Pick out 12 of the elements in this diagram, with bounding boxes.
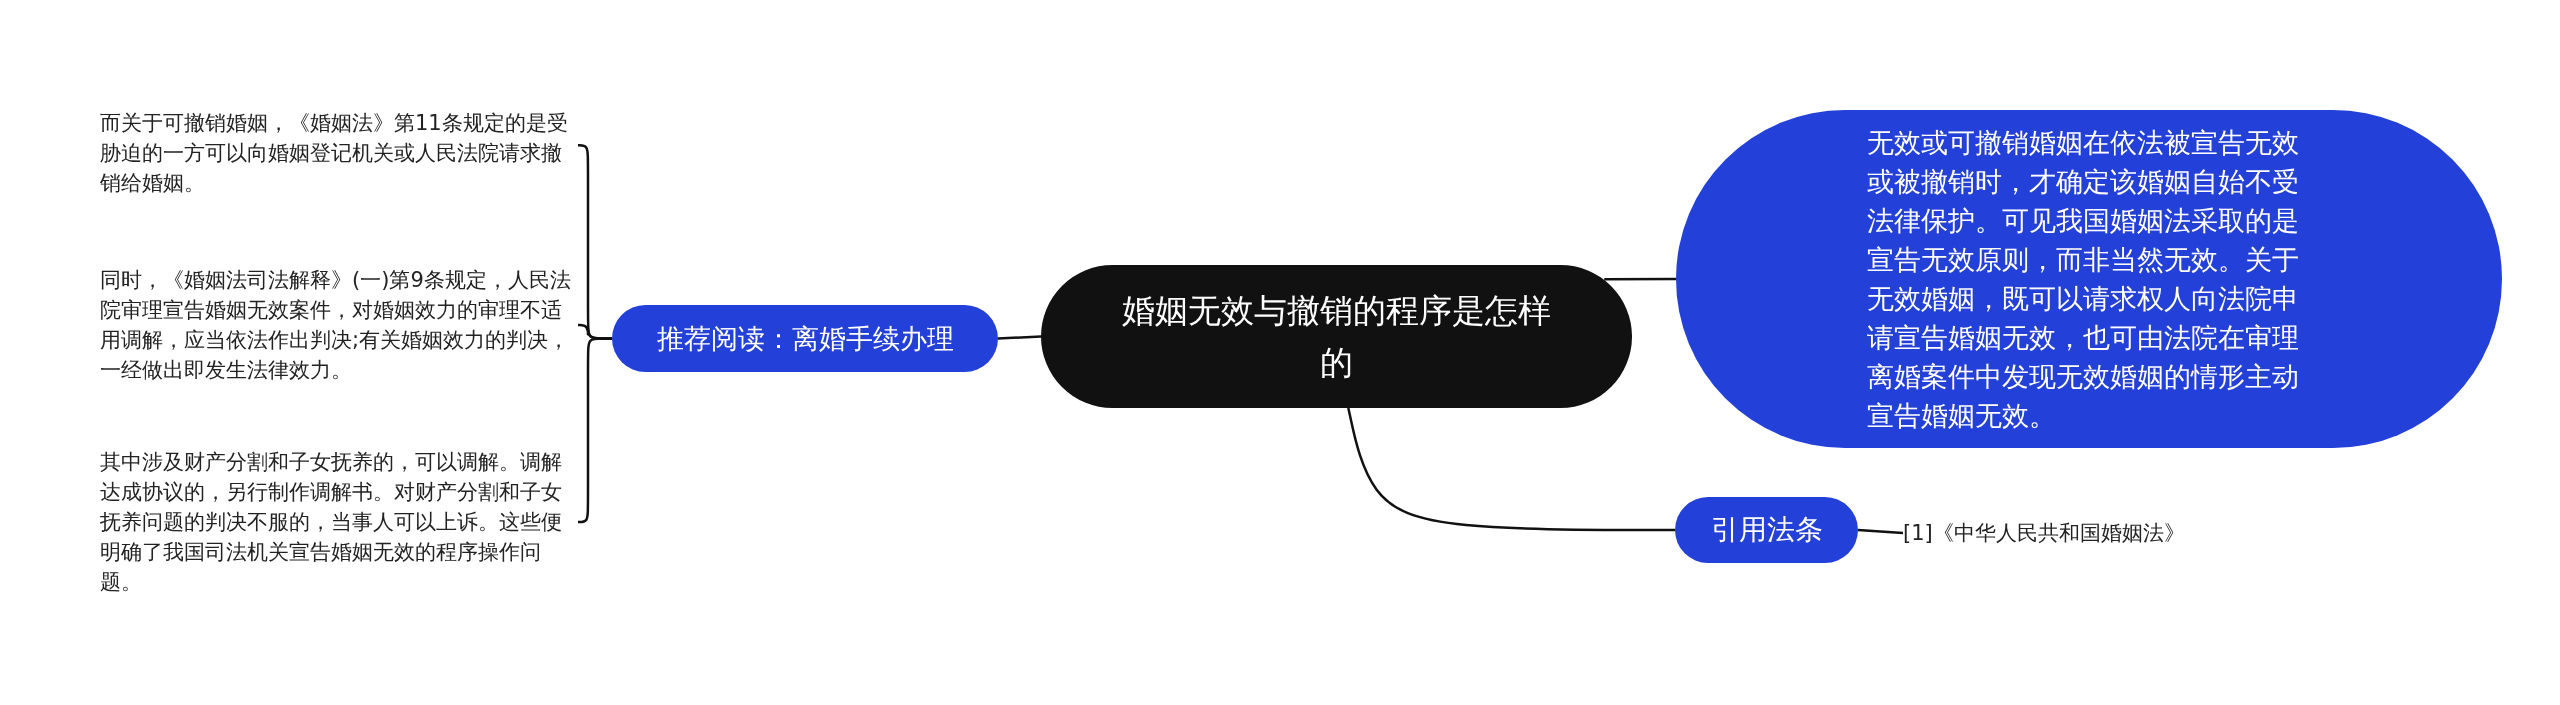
connector-line: [578, 337, 612, 524]
note-text: 同时，《婚姻法司法解释》(一)第9条规定，人民法院审理宣告婚姻无效案件，对婚姻效力的审理不适用调解，应当依法作出判决;有关婚姻效力的判决，一经做出即发生法律效力。: [100, 267, 572, 384]
topic-text: 无效或可撤销婚姻在依法被宣告无效或被撤销时，才确定该婚姻自始不受法律保护。可见我国婚姻法采取的是宣告无效原则，而非当然无效。关于无效婚姻，既可以请求权人向法院申请宣告婚姻无效，也可由法院在审理离婚案件中发现无效婚姻的情形主动宣告婚姻无效。: [1866, 126, 2300, 433]
topic-text: 推荐阅读：离婚手续办理: [655, 321, 955, 356]
note-text: [1]《中华人民共和国婚姻法》: [1903, 520, 2186, 547]
connector-line: [1857, 528, 1904, 535]
connector-line: [1347, 407, 1675, 532]
note-text: 其中涉及财产分割和子女抚养的，可以调解。调解达成协议的，另行制作调解书。对财产分割和子女抚养问题的判决不服的，当事人可以上诉。这些便明确了我国司法机关宣告婚姻无效的程序操作问题。: [100, 449, 563, 596]
topic-text: 引用法条: [1709, 513, 1824, 547]
note-text: 而关于可撤销婚姻，《婚姻法》第11条规定的是受胁迫的一方可以向婚姻登记机关或人民法院请求撤销给婚姻。: [100, 110, 569, 197]
topic-text: 婚姻无效与撤销的程序是怎样的: [1121, 289, 1552, 384]
connector-line: [997, 335, 1042, 340]
